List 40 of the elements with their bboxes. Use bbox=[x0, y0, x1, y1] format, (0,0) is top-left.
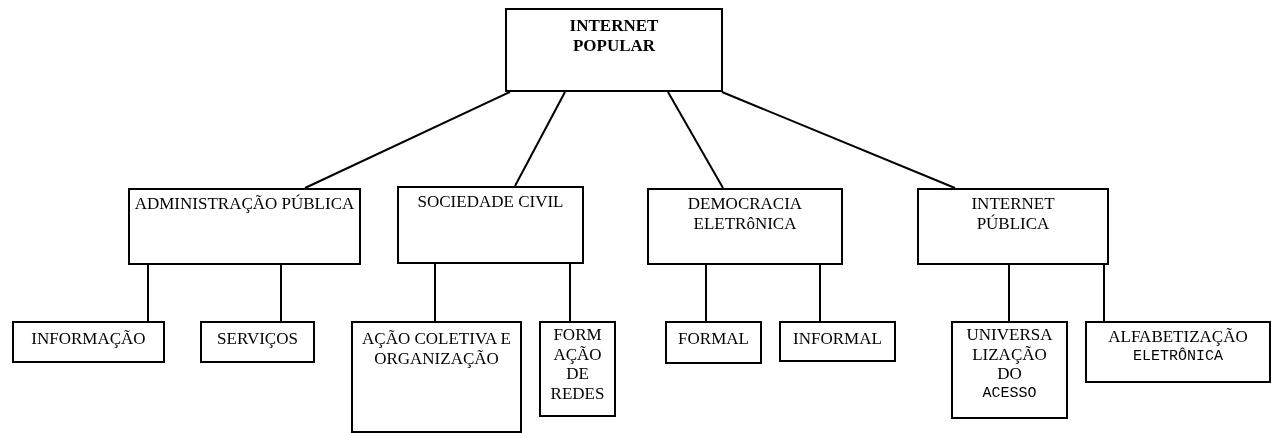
category-box bbox=[1085, 321, 1271, 383]
connector-line bbox=[147, 264, 149, 322]
category-box bbox=[351, 321, 522, 433]
connector-line bbox=[434, 263, 436, 322]
category-box bbox=[12, 321, 165, 363]
box-label: INFORMAÇÃO bbox=[30, 329, 147, 349]
box-label: INTERNET PÚBLICA bbox=[970, 194, 1056, 234]
category-box bbox=[647, 188, 843, 265]
category-box bbox=[128, 188, 361, 265]
category-box bbox=[951, 321, 1068, 419]
box-label: SERVIÇOS bbox=[216, 329, 299, 349]
connector-line bbox=[514, 91, 566, 187]
box-label: ALFABETIZAÇÃO bbox=[1107, 327, 1249, 346]
connector-line bbox=[1008, 264, 1010, 322]
category-box bbox=[505, 8, 723, 92]
connector-line bbox=[280, 264, 282, 322]
connector-line bbox=[819, 264, 821, 322]
box-label: AÇÃO COLETIVA E ORGANIZAÇÃO bbox=[361, 329, 512, 369]
connector-line bbox=[1103, 264, 1105, 322]
box-label: FORM AÇÃO DE REDES bbox=[549, 325, 606, 404]
category-box bbox=[397, 186, 584, 264]
box-label: DEMOCRACIA ELETRôNICA bbox=[686, 194, 804, 234]
box-label: FORMAL bbox=[677, 329, 750, 349]
connector-line bbox=[721, 91, 956, 189]
box-label: SOCIEDADE CIVIL bbox=[416, 192, 565, 212]
box-label: ELETRÔNICA bbox=[1133, 346, 1223, 367]
box-label: ADMINISTRAÇÃO PÚBLICA bbox=[134, 194, 355, 214]
category-box bbox=[665, 321, 762, 364]
connector-line bbox=[304, 91, 511, 189]
category-box bbox=[917, 188, 1109, 265]
category-box bbox=[779, 321, 896, 362]
connector-line bbox=[667, 91, 724, 189]
category-box bbox=[539, 321, 616, 417]
box-label: INTERNET POPULAR bbox=[568, 16, 660, 56]
box-label: INFORMAL bbox=[792, 329, 883, 349]
category-box bbox=[200, 321, 315, 363]
box-label: ACESSO bbox=[981, 383, 1038, 404]
connector-line bbox=[569, 263, 571, 322]
connector-line bbox=[705, 264, 707, 322]
box-label: UNIVERSA LIZAÇÃO DO bbox=[965, 325, 1054, 384]
